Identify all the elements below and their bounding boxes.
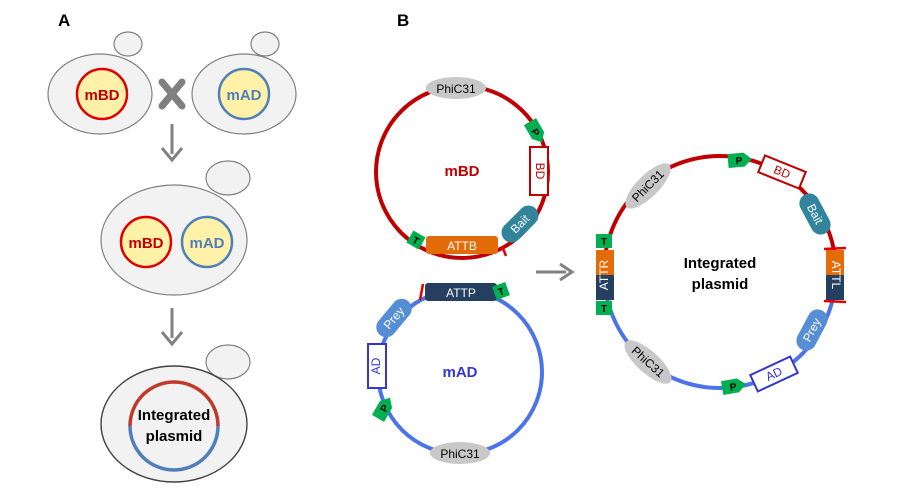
int-phic31-bottom: PhiC31 bbox=[624, 340, 672, 384]
bd-box-label: BD bbox=[533, 163, 547, 180]
integrated-title-line1: Integrated bbox=[684, 255, 757, 272]
cell2-label: mAD bbox=[226, 87, 261, 104]
arrow-head-icon bbox=[160, 147, 184, 163]
integrated-plasmid-blue-arc bbox=[128, 425, 220, 472]
bd-box bbox=[529, 146, 549, 196]
int-ad-box: AD bbox=[748, 355, 800, 393]
integrated-plasmid-red-arc bbox=[128, 380, 220, 427]
attl-marker-bottom bbox=[823, 299, 847, 304]
int-phic31-top: PhiC31 bbox=[625, 163, 671, 209]
attl-navy-part bbox=[826, 275, 844, 300]
int-terminator-bottom-label: T bbox=[601, 304, 607, 315]
int-terminator-top-icon: T bbox=[596, 234, 612, 248]
bd-promoter-label: P bbox=[528, 127, 541, 139]
attb-box bbox=[426, 236, 498, 254]
bd-bait-segment: Bait bbox=[501, 205, 539, 243]
bd-plasmid: PhiC31 P BD Bait ATTB T mBD bbox=[374, 77, 550, 260]
integration-arrow-head-icon bbox=[559, 262, 575, 282]
ad-promoter-icon: P bbox=[371, 397, 393, 422]
ad-phic31-oval bbox=[430, 442, 490, 464]
int-promoter-bottom-label: P bbox=[729, 382, 738, 394]
integrated-title-line2: plasmid bbox=[692, 276, 749, 293]
diploid-ad-label: mAD bbox=[189, 235, 224, 252]
attr-navy-part bbox=[596, 275, 614, 300]
ad-box bbox=[367, 343, 387, 389]
integrated-plasmid: Integrated plasmid P BD Bait ATTL Prey bbox=[596, 152, 847, 395]
int-promoter-top-icon: P bbox=[727, 152, 752, 169]
bd-promoter-icon: P bbox=[523, 118, 545, 143]
final-label-line1: Integrated bbox=[138, 407, 211, 424]
bd-terminator-label: T bbox=[410, 235, 421, 248]
mating-cross-icon bbox=[158, 78, 186, 110]
bd-terminator-icon: T bbox=[406, 230, 426, 250]
attr-orange-part bbox=[596, 250, 614, 275]
int-terminator-top-label: T bbox=[601, 237, 607, 248]
int-prey-segment: Prey bbox=[796, 309, 828, 351]
ad-plasmid: ATTP T Prey AD P PhiC31 mAD bbox=[367, 282, 544, 464]
arrow-head-icon-2 bbox=[160, 331, 184, 347]
haploid-cell-bd: mBD bbox=[47, 31, 153, 135]
int-promoter-bottom-icon: P bbox=[720, 378, 746, 395]
diploid-bd-label: mBD bbox=[128, 235, 163, 252]
ad-prey-segment: Prey bbox=[376, 298, 412, 338]
ad-recomb-marker bbox=[418, 283, 425, 301]
int-bd-box: BD bbox=[756, 154, 808, 190]
panel-a-label: A bbox=[58, 11, 70, 30]
attl-label: ATTL bbox=[829, 261, 843, 290]
bd-recomb-marker bbox=[500, 245, 508, 257]
final-label-line2: plasmid bbox=[146, 428, 203, 445]
bd-phic31-oval bbox=[426, 77, 486, 99]
ad-terminator-label: T bbox=[497, 286, 507, 298]
attl-marker-top bbox=[823, 246, 847, 251]
bd-plasmid-name: mBD bbox=[444, 163, 479, 180]
diploid-bd-circle bbox=[119, 215, 173, 269]
attp-label: ATTP bbox=[446, 286, 476, 300]
diploid-cell: mBD mAD bbox=[100, 160, 251, 296]
ad-phic31-label: PhiC31 bbox=[440, 447, 480, 461]
attb-label: ATTB bbox=[447, 239, 477, 253]
cell1-label: mBD bbox=[84, 87, 119, 104]
bd-plasmid-circle bbox=[75, 67, 129, 121]
int-bd-label: BD bbox=[772, 162, 793, 181]
attr-label: ATTR bbox=[597, 259, 611, 290]
ad-box-label: AD bbox=[369, 357, 383, 374]
int-terminator-bottom-icon: T bbox=[596, 301, 612, 315]
ad-terminator-icon: T bbox=[492, 282, 510, 300]
attl-orange-part bbox=[826, 250, 844, 275]
int-ad-label: AD bbox=[763, 364, 784, 384]
final-cell: Integrated plasmid bbox=[100, 344, 251, 483]
int-bait-segment: Bait bbox=[799, 193, 831, 235]
ad-plasmid-name: mAD bbox=[442, 364, 477, 381]
ad-plasmid-circle bbox=[217, 67, 271, 121]
int-promoter-top-label: P bbox=[735, 156, 743, 168]
bd-phic31-label: PhiC31 bbox=[436, 82, 476, 96]
diploid-ad-circle bbox=[180, 215, 234, 269]
panel-b-label: B bbox=[397, 11, 409, 30]
attp-box bbox=[425, 283, 497, 301]
haploid-cell-ad: mAD bbox=[191, 31, 297, 135]
ad-promoter-label: P bbox=[379, 403, 392, 415]
